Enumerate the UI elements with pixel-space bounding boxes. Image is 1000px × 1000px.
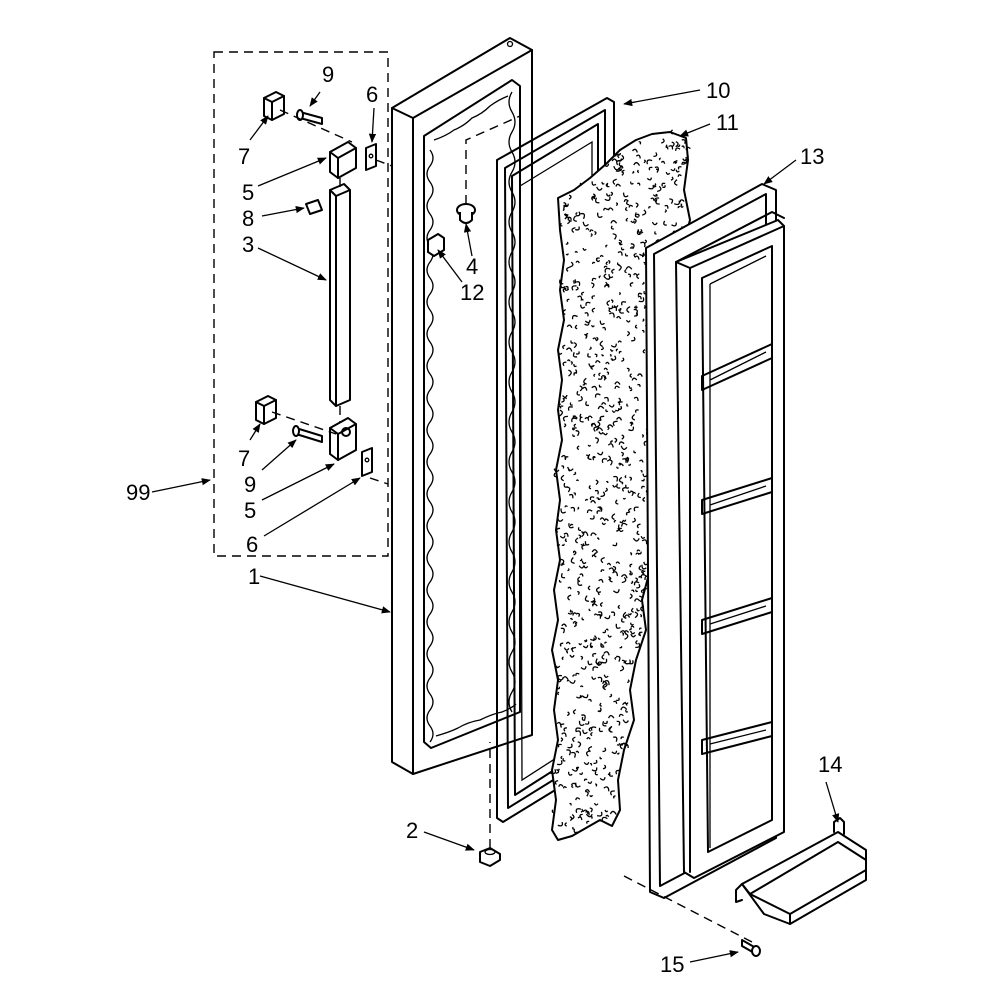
callout-14: 14 bbox=[818, 752, 842, 777]
spacer bbox=[305, 199, 323, 215]
callout-5-top: 5 bbox=[242, 180, 254, 205]
mounting-bracket-bottom bbox=[361, 447, 373, 477]
callout-3: 3 bbox=[242, 232, 254, 257]
handle bbox=[329, 183, 351, 407]
callout-11: 11 bbox=[716, 110, 739, 135]
callout-1: 1 bbox=[248, 564, 260, 589]
leader-lines bbox=[151, 89, 840, 963]
callout-7-bottom: 7 bbox=[238, 446, 250, 471]
screw-liner bbox=[741, 939, 761, 957]
outer-door-panel bbox=[391, 37, 533, 775]
callout-2: 2 bbox=[406, 818, 418, 843]
callout-10: 10 bbox=[706, 78, 730, 103]
callout-6-bottom: 6 bbox=[246, 532, 258, 557]
inner-door-liner bbox=[645, 183, 785, 899]
callout-4: 4 bbox=[466, 254, 478, 279]
door-shelf-bin bbox=[735, 817, 867, 925]
assembly-paths bbox=[271, 109, 757, 945]
callout-6-top: 6 bbox=[366, 82, 378, 107]
callout-99: 99 bbox=[126, 480, 150, 505]
door-stop bbox=[479, 847, 501, 867]
callout-12: 12 bbox=[460, 280, 484, 305]
shelf-retainers bbox=[701, 343, 773, 755]
plug bbox=[456, 203, 476, 224]
screw-bottom bbox=[292, 425, 323, 443]
callout-9-bottom: 9 bbox=[244, 472, 256, 497]
callout-13: 13 bbox=[800, 144, 824, 169]
trim-cover-top bbox=[263, 91, 285, 121]
mounting-bracket-top bbox=[365, 143, 377, 171]
callout-8: 8 bbox=[242, 206, 254, 231]
handle-kit-boundary bbox=[213, 51, 389, 557]
trim-cover-bottom bbox=[255, 395, 277, 425]
callout-labels: 9 6 7 5 8 3 4 12 10 11 13 7 9 5 6 99 1 2… bbox=[126, 62, 842, 977]
callout-5-bottom: 5 bbox=[244, 498, 256, 523]
callout-15: 15 bbox=[660, 952, 684, 977]
handle-end-cap-bottom bbox=[329, 417, 357, 461]
callout-7-top: 7 bbox=[238, 144, 250, 169]
callout-9-top: 9 bbox=[322, 62, 334, 87]
handle-end-cap-top bbox=[329, 141, 357, 179]
screw-top bbox=[296, 109, 323, 125]
